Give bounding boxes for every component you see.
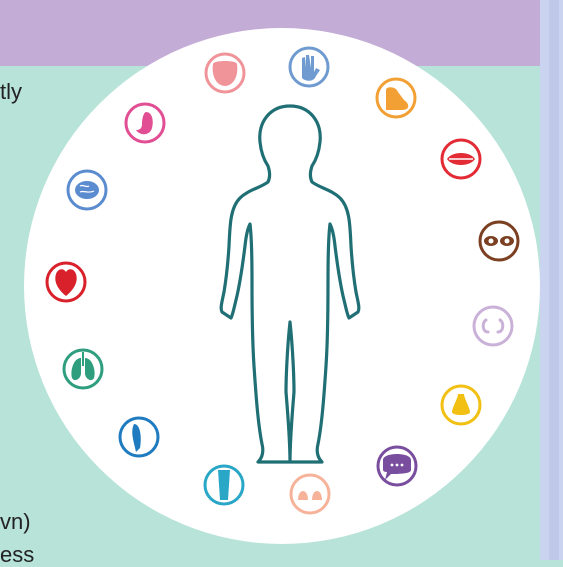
heart-icon: [47, 263, 85, 301]
brain-icon: [68, 171, 106, 209]
hand-icon: [290, 48, 328, 86]
stomach-icon: [126, 104, 164, 142]
speech-icon: [378, 447, 416, 485]
foot-icon: [377, 79, 415, 117]
mouth-icon: [442, 140, 480, 178]
ears-icon: [474, 307, 512, 345]
nose-icon: [442, 386, 480, 424]
lungs-icon: [64, 350, 102, 388]
eyes-icon: [480, 222, 518, 260]
smile-icon: [291, 475, 329, 513]
bladder-icon: [206, 54, 244, 92]
spine-icon: [120, 418, 158, 456]
bone-icon: [205, 466, 243, 504]
